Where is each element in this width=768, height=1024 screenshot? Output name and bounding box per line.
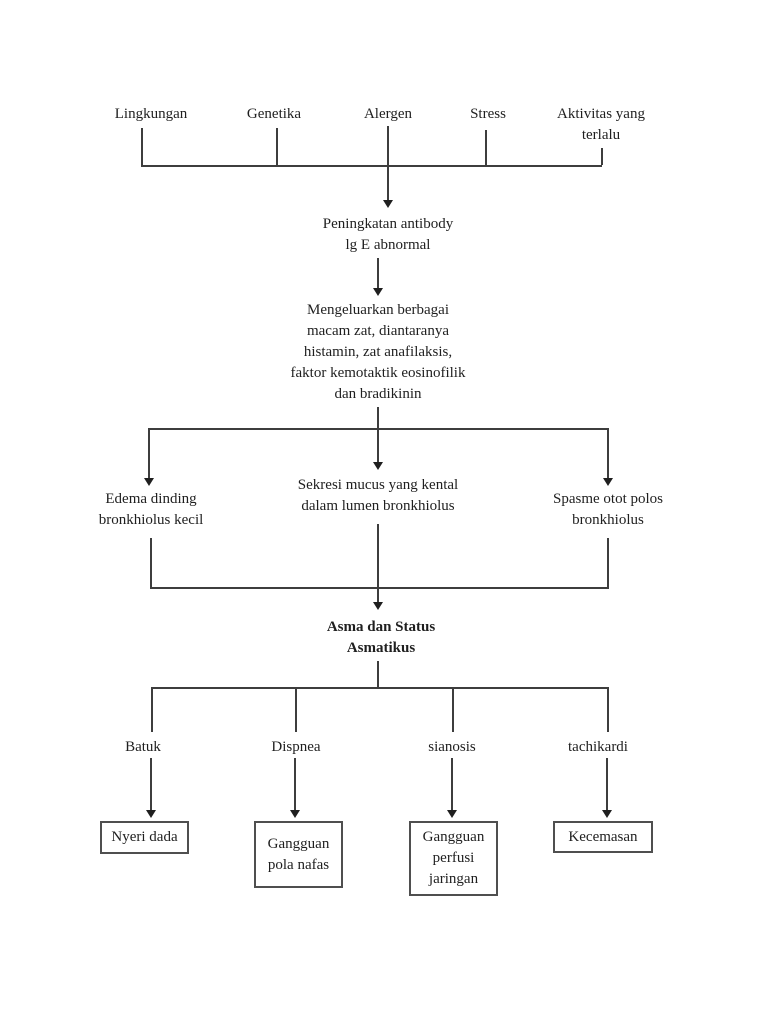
node-antibody: Peningkatan antibody lg E abnormal (322, 216, 454, 253)
arrow-to-diagnosis (377, 524, 379, 602)
cause-label-aktivitas: Aktivitas yang terlalu (557, 106, 645, 143)
symptom-drop-line (452, 687, 454, 732)
cause-label-genetika: Genetika (246, 106, 302, 122)
cause-label-alergen: Alergen (363, 106, 413, 122)
converge-right-line (607, 538, 609, 587)
symptom-drop-line (151, 687, 153, 732)
outcome-box-nyeri-dada: Nyeri dada (100, 821, 189, 854)
cause-tick-line (141, 128, 143, 165)
arrow-to-nyeri-dada (150, 758, 152, 810)
outcome-box-gangguan-pola-nafas: Gangguan pola nafas (254, 821, 343, 888)
cause-tick-line (601, 148, 603, 165)
node-sekresi: Sekresi mucus yang kental dalam lumen br… (297, 477, 459, 514)
symptom-label-batuk: Batuk (125, 739, 161, 755)
symptom-drop-line (607, 687, 609, 732)
arrow-to-gangguan-pola-nafas (294, 758, 296, 810)
node-diagnosis: Asma dan Status Asmatikus (326, 619, 436, 656)
cause-tick-line (276, 128, 278, 165)
connector-line (377, 661, 379, 687)
split-bracket-line (149, 428, 608, 430)
converge-bracket-line (150, 587, 609, 589)
node-mediators: Mengeluarkan berbagai macam zat, diantar… (290, 302, 466, 402)
arrow-to-sekresi (377, 428, 379, 462)
node-spasme: Spasme otot polos bronkhiolus (552, 491, 664, 528)
outcome-box-gangguan-perfusi-jaringan: Gangguan perfusi jaringan (409, 821, 498, 896)
arrow-to-antibody (387, 165, 389, 200)
outcome-box-kecemasan: Kecemasan (553, 821, 653, 853)
arrow-to-spasme (607, 428, 609, 478)
symptom-bracket-line (151, 687, 608, 689)
cause-bracket-line (141, 165, 602, 167)
arrow-to-gangguan-perfusi (451, 758, 453, 810)
symptom-label-tachikardi: tachikardi (568, 739, 628, 755)
node-edema: Edema dinding bronkhiolus kecil (98, 491, 204, 528)
cause-label-stress: Stress (470, 106, 506, 122)
cause-tick-line (387, 126, 389, 165)
symptom-label-dispnea: Dispnea (271, 739, 321, 755)
arrow-to-kecemasan (606, 758, 608, 810)
converge-left-line (150, 538, 152, 587)
cause-tick-line (485, 130, 487, 165)
symptom-label-sianosis: sianosis (428, 739, 476, 755)
arrow-to-mediators (377, 258, 379, 288)
symptom-drop-line (295, 687, 297, 732)
arrow-to-edema (148, 428, 150, 478)
connector-line (377, 407, 379, 428)
cause-label-lingkungan: Lingkungan (114, 106, 188, 122)
